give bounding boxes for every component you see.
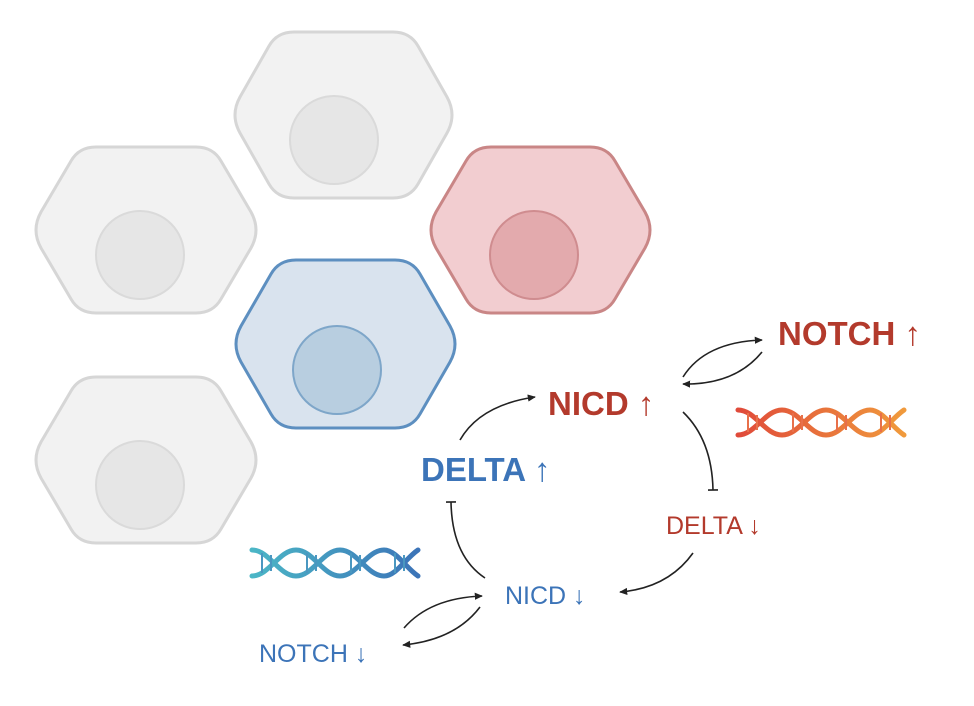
cell-left [34,145,258,315]
arrow-nicd-to-notch [682,336,763,378]
dna-helix-blue-icon [249,547,421,579]
cell-top [233,30,454,200]
arrow-notch-to-nicd [682,351,763,388]
nicd-low-label: NICD ↓ [505,582,586,610]
cell-blue-nucleus [292,325,382,415]
cell-red-notch-high [429,145,652,315]
cell-left-nucleus [95,210,185,300]
inhibit-nicd-delta-high [445,501,486,579]
delta-high-label: DELTA ↑ [421,451,551,488]
inhibit-nicd-delta [682,411,719,491]
arrow-delta-to-nicd-low [619,552,694,595]
delta-low-label: DELTA ↓ [666,512,761,540]
arrow-delta-to-nicd [459,394,536,441]
cell-red-nucleus [489,210,579,300]
cell-blue-delta-high [234,258,457,430]
arrow-notch-to-nicd-low [403,592,483,629]
nicd-high-label: NICD ↑ [548,385,654,422]
arrow-nicd-to-notch-low [402,606,481,648]
cell-top-nucleus [289,95,379,185]
cell-bottom-left-nucleus [95,440,185,530]
dna-helix-red-icon [735,407,907,438]
cell-bottom-left [34,375,258,545]
pathway-arrows [402,336,763,648]
notch-low-label: NOTCH ↓ [259,640,367,668]
notch-high-label: NOTCH ↑ [778,315,921,352]
